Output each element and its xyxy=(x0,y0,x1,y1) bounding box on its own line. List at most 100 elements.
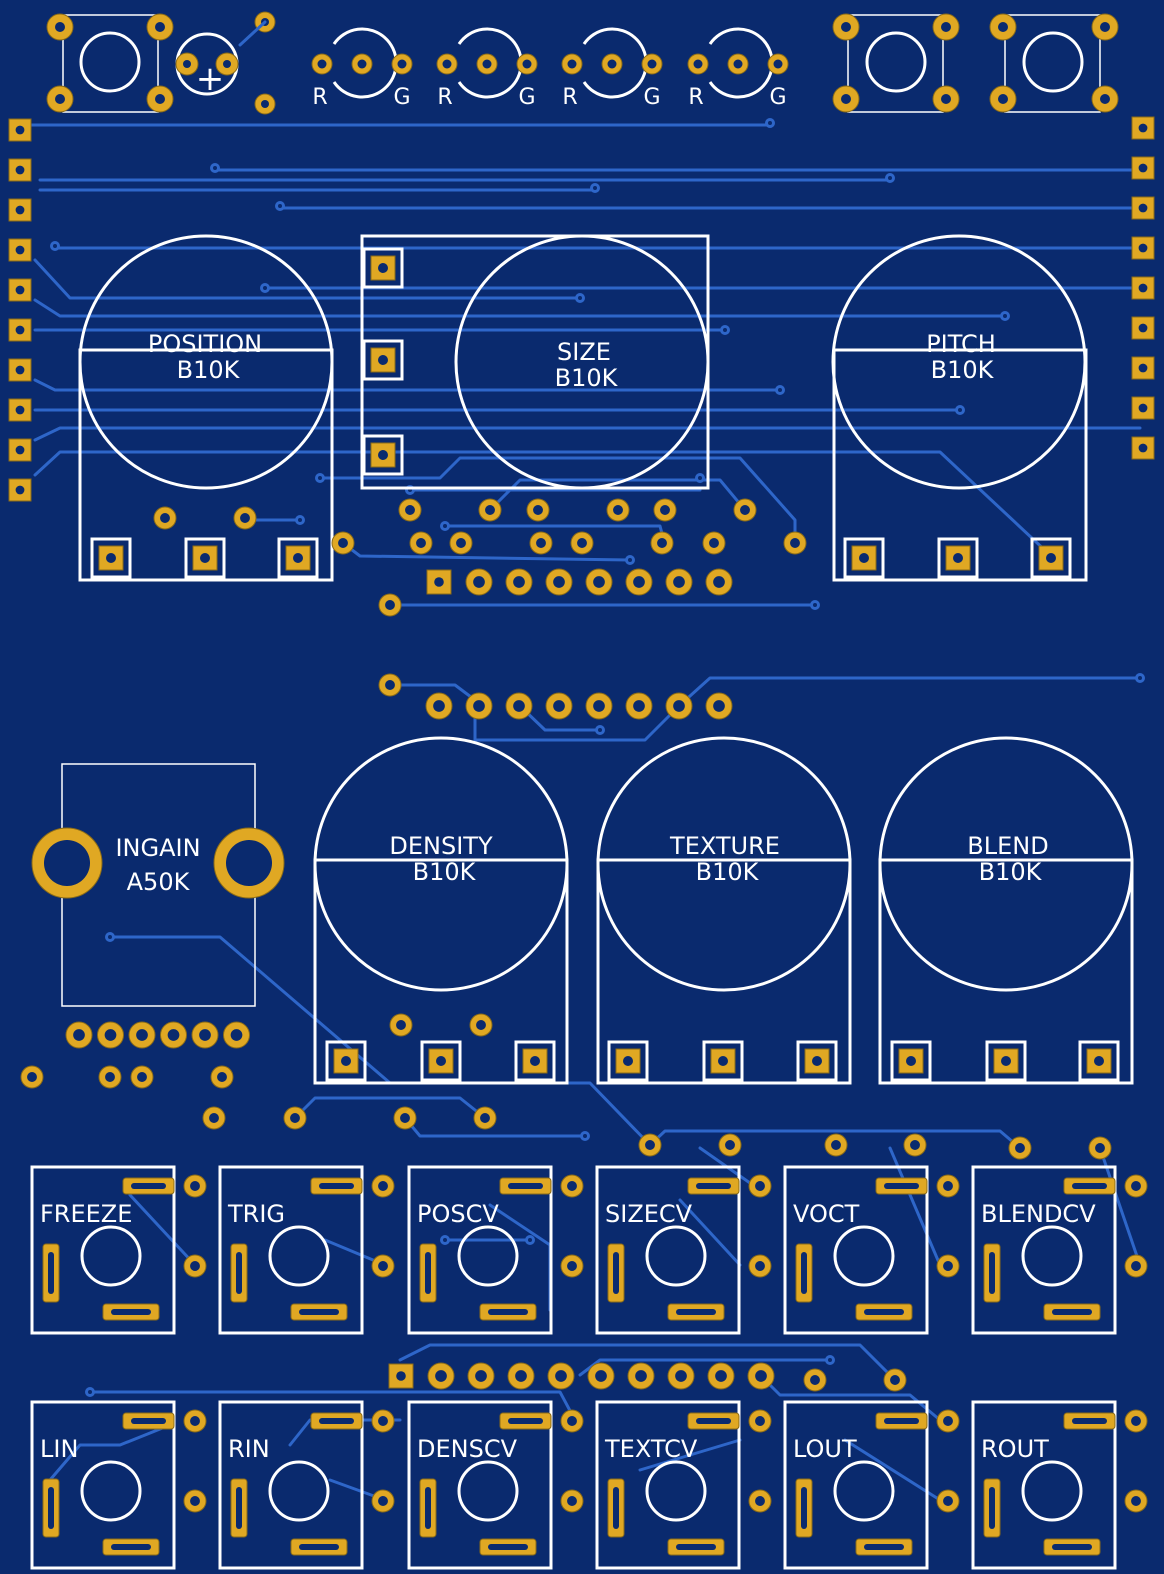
component-pad xyxy=(733,498,757,522)
slot-pad xyxy=(42,1243,60,1303)
slot-pad xyxy=(290,1303,348,1321)
jack-textcv[interactable]: TEXTCV xyxy=(595,1400,772,1570)
via xyxy=(695,473,705,483)
component-pad xyxy=(409,531,433,555)
via xyxy=(885,173,895,183)
pot-pitch-value: B10K xyxy=(931,356,995,384)
via xyxy=(625,555,635,565)
edge-pad-right xyxy=(1131,196,1155,220)
jack-denscv[interactable]: DENSCV xyxy=(407,1400,584,1570)
header-pin xyxy=(627,1362,655,1390)
slot-pad xyxy=(795,1243,813,1303)
led-pin-label: R xyxy=(437,85,452,110)
jack-blendcv[interactable]: BLENDCV xyxy=(971,1165,1148,1335)
component-pad xyxy=(702,531,726,555)
led-pin-label: G xyxy=(643,85,660,110)
jack-rin[interactable]: RIN xyxy=(218,1400,395,1570)
via xyxy=(580,1131,590,1141)
header-pin xyxy=(747,1362,775,1390)
pot-texture[interactable]: TEXTURE B10K xyxy=(596,736,852,1085)
slot-pad xyxy=(875,1177,928,1195)
jack-rout[interactable]: ROUT xyxy=(971,1400,1148,1570)
jack-sizecv-label: SIZECV xyxy=(605,1200,693,1228)
header-pin xyxy=(160,1021,187,1049)
jack-sizecv[interactable]: SIZECV xyxy=(595,1165,772,1335)
via xyxy=(590,183,600,193)
header-pin xyxy=(587,1362,615,1390)
pot-density[interactable]: DENSITY B10K xyxy=(313,736,569,1085)
trimmer-ingain[interactable]: INGAIN A50K xyxy=(31,763,285,1007)
pot-position-name: POSITION xyxy=(148,330,262,358)
jack-poscv[interactable]: POSCV xyxy=(407,1165,584,1335)
slot-pad xyxy=(419,1243,437,1303)
header-pin xyxy=(465,692,493,720)
header-pin xyxy=(585,568,613,596)
component-pad xyxy=(883,1368,907,1392)
slot-pad xyxy=(419,1478,437,1538)
tact-switch-right-2[interactable] xyxy=(989,13,1119,113)
pot-pin-pad xyxy=(890,1040,932,1082)
component-pad xyxy=(331,531,355,555)
via xyxy=(575,293,585,303)
jack-aux-pad xyxy=(748,1409,772,1433)
pot-position[interactable]: POSITION B10K xyxy=(78,234,334,582)
ingain-name: INGAIN xyxy=(115,834,200,862)
edge-pad-left xyxy=(8,398,32,422)
component-pads xyxy=(20,498,1112,1392)
jack-voct[interactable]: VOCT xyxy=(783,1165,960,1335)
slot-pad xyxy=(499,1177,552,1195)
tact-switch-right-1[interactable] xyxy=(832,13,960,113)
tact-switch-left[interactable] xyxy=(46,13,174,113)
jack-lin[interactable]: LIN xyxy=(30,1400,207,1570)
pot-pin-pad xyxy=(937,537,979,579)
component-pad xyxy=(783,531,807,555)
component-pad xyxy=(803,1368,827,1392)
component-pad xyxy=(389,1013,413,1037)
slot-pad xyxy=(230,1243,248,1303)
header-pin xyxy=(465,568,493,596)
led-pad xyxy=(601,53,623,75)
pot-blend[interactable]: BLEND B10K xyxy=(878,736,1134,1085)
component-pad xyxy=(650,531,674,555)
jack-aux-pad xyxy=(1124,1489,1148,1513)
jack-lout[interactable]: LOUT xyxy=(783,1400,960,1570)
pot-pins xyxy=(90,247,1120,1082)
via xyxy=(50,241,60,251)
via xyxy=(810,600,820,610)
slot-pad xyxy=(875,1412,928,1430)
component-pad xyxy=(378,593,402,617)
jack-aux-pad xyxy=(560,1489,584,1513)
pot-size[interactable]: SIZE B10K xyxy=(360,234,710,490)
via xyxy=(765,118,775,128)
component-pad xyxy=(210,1065,234,1089)
jack-aux-pad xyxy=(371,1254,395,1278)
component-pad xyxy=(526,498,550,522)
led-pin-label: R xyxy=(562,85,577,110)
header-pin xyxy=(65,1021,93,1049)
jack-aux-pad xyxy=(1124,1409,1148,1433)
component-pad xyxy=(653,498,677,522)
header-pin xyxy=(128,1021,156,1049)
slot-pad xyxy=(687,1412,740,1430)
jack-aux-pad xyxy=(560,1174,584,1198)
pot-size-name: SIZE xyxy=(557,338,611,366)
edge-pad-left xyxy=(8,118,32,142)
jack-aux-pad xyxy=(371,1489,395,1513)
jack-trig[interactable]: TRIG xyxy=(218,1165,395,1335)
component-pad xyxy=(469,1013,493,1037)
edge-pad-left xyxy=(8,158,32,182)
jack-aux-pad xyxy=(560,1409,584,1433)
slot-pad xyxy=(983,1243,1001,1303)
pot-blend-value: B10K xyxy=(979,858,1043,886)
component-pad xyxy=(638,1133,662,1157)
pot-pitch[interactable]: PITCH B10K xyxy=(831,234,1088,582)
ingain-value: A50K xyxy=(127,868,191,896)
jack-trig-label: TRIG xyxy=(227,1200,285,1228)
jack-freeze[interactable]: FREEZE xyxy=(30,1165,207,1335)
component-pad xyxy=(903,1133,927,1157)
component-pad xyxy=(718,1133,742,1157)
